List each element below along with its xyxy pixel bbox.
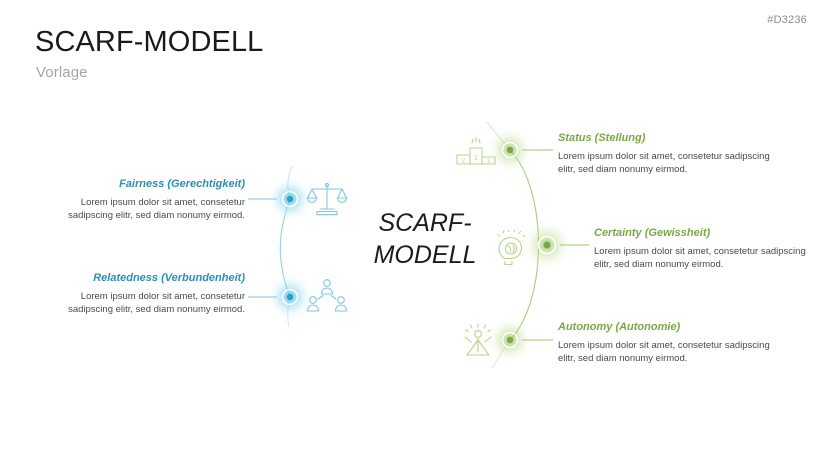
item-fairness[interactable]: Fairness (Gerechtigkeit) Lorem ipsum dol… bbox=[45, 178, 245, 223]
center-label-line-1: SCARF- bbox=[378, 209, 472, 237]
podium-icon: 1 2 3 bbox=[456, 137, 496, 165]
item-fairness-heading: Fairness (Gerechtigkeit) bbox=[119, 178, 245, 190]
page-title: SCARF-MODELL bbox=[35, 26, 264, 58]
item-autonomy-body: Lorem ipsum dolor sit amet, consetetur s… bbox=[558, 339, 770, 365]
item-relatedness[interactable]: Relatedness (Verbundenheit) Lorem ipsum … bbox=[45, 272, 245, 317]
people-group-icon bbox=[306, 279, 348, 312]
svg-text:1: 1 bbox=[474, 155, 478, 162]
item-certainty-body: Lorem ipsum dolor sit amet, consetetur s… bbox=[594, 245, 806, 271]
center-model-label: SCARF- MODELL bbox=[350, 207, 500, 271]
item-certainty-heading: Certainty (Gewissheit) bbox=[594, 227, 711, 239]
item-fairness-body: Lorem ipsum dolor sit amet, consetetur s… bbox=[68, 196, 245, 222]
blue-arc-tail-top bbox=[287, 165, 293, 200]
item-status[interactable]: Status (Stellung) Lorem ipsum dolor sit … bbox=[558, 132, 773, 177]
blue-arc-tail-bottom bbox=[287, 296, 291, 328]
item-autonomy[interactable]: Autonomy (Autonomie) Lorem ipsum dolor s… bbox=[558, 321, 773, 366]
item-relatedness-body: Lorem ipsum dolor sit amet, consetetur s… bbox=[68, 290, 245, 316]
center-label-line-2: MODELL bbox=[373, 241, 477, 269]
blue-arc-path bbox=[279, 198, 291, 298]
item-autonomy-heading: Autonomy (Autonomie) bbox=[558, 321, 681, 333]
balance-scale-icon bbox=[306, 182, 348, 216]
brain-idea-icon bbox=[497, 230, 526, 266]
item-relatedness-heading: Relatedness (Verbundenheit) bbox=[93, 272, 245, 284]
document-code: #D3236 bbox=[767, 14, 807, 26]
page-subtitle: Vorlage bbox=[36, 64, 88, 81]
item-certainty[interactable]: Certainty (Gewissheit) Lorem ipsum dolor… bbox=[594, 227, 809, 272]
person-free-icon bbox=[464, 323, 492, 356]
svg-text:2: 2 bbox=[462, 159, 466, 165]
svg-text:3: 3 bbox=[487, 159, 491, 165]
item-status-heading: Status (Stellung) bbox=[558, 132, 646, 144]
item-status-body: Lorem ipsum dolor sit amet, consetetur s… bbox=[558, 150, 770, 176]
